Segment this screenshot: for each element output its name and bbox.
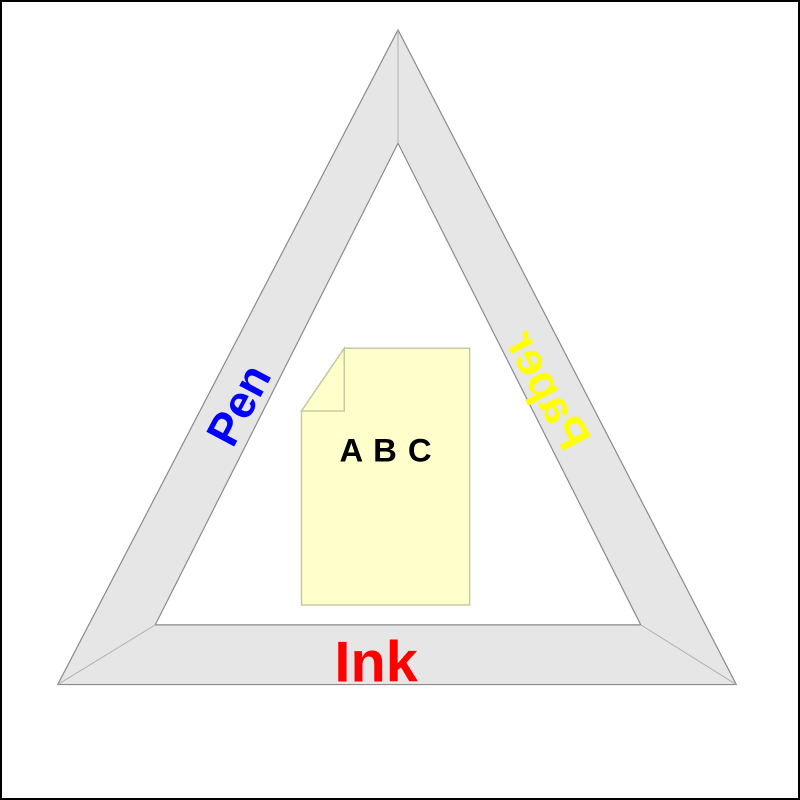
triangle-frame [56, 28, 738, 686]
document-text: A B C [340, 431, 433, 468]
ink-label: Ink [334, 631, 418, 695]
paper-label: Paper [496, 322, 601, 458]
document-icon: A B C [300, 345, 471, 606]
frame-bevel-right [640, 624, 737, 685]
frame-bevel-left [57, 624, 156, 685]
document-folded-corner [300, 345, 346, 412]
